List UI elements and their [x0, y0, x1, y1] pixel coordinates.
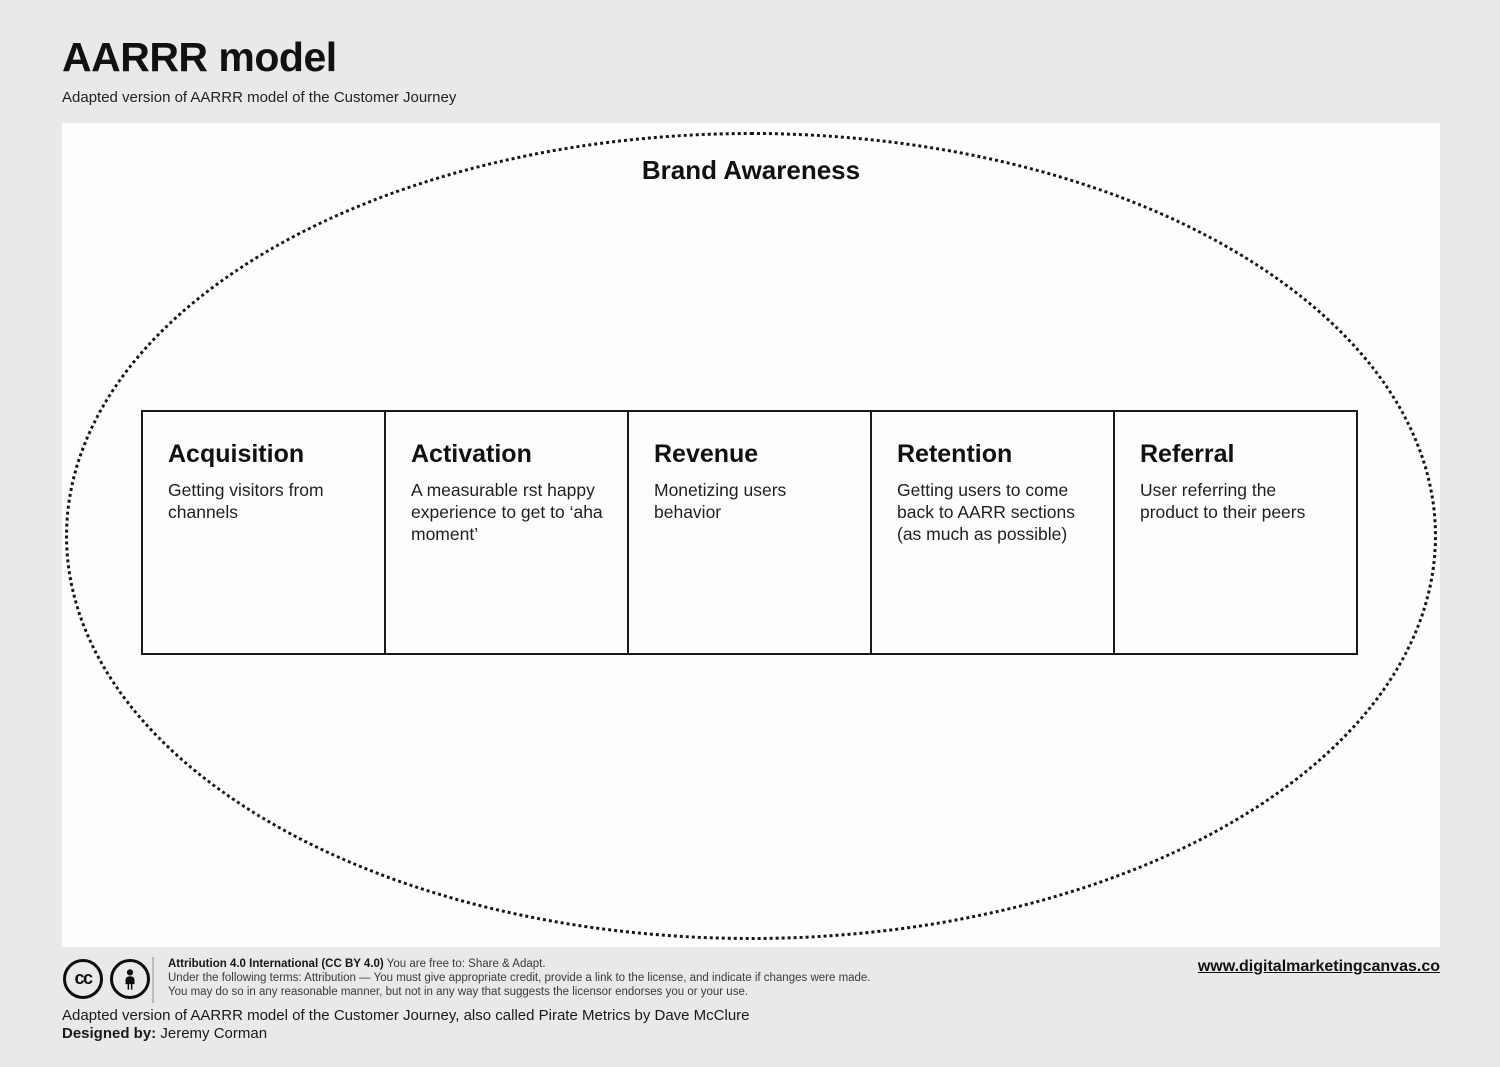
license-title: Attribution 4.0 International (CC BY 4.0…: [168, 958, 384, 970]
cc-license-icons: cc: [63, 959, 157, 999]
license-line-2: Under the following terms: Attribution —…: [168, 972, 871, 984]
box-referral: Referral User referring the product to t…: [1113, 410, 1358, 655]
aarrr-boxes-row: Acquisition Getting visitors from channe…: [141, 410, 1358, 655]
brand-awareness-label: Brand Awareness: [641, 155, 861, 185]
cc-icon-letters: cc: [74, 968, 93, 988]
box-revenue-description: Monetizing users behavior: [654, 480, 787, 522]
box-activation-description: A measurable rst happy experience to get…: [411, 480, 603, 544]
box-retention-title: Retention: [897, 440, 1013, 468]
attribution-person-icon: [110, 959, 150, 999]
box-revenue: Revenue Monetizing users behavior: [627, 410, 872, 655]
license-line-1: Attribution 4.0 International (CC BY 4.0…: [168, 957, 888, 971]
page-subtitle: Adapted version of AARRR model of the Cu…: [62, 89, 457, 106]
box-referral-description: User referring the product to their peer…: [1140, 480, 1306, 522]
box-activation: Activation A measurable rst happy experi…: [384, 410, 629, 655]
box-referral-title: Referral: [1140, 440, 1235, 468]
designed-by-line: Designed by: Jeremy Corman: [62, 1025, 267, 1042]
page-title: AARRR model: [62, 34, 337, 80]
license-line-1-rest: You are free to: Share & Adapt.: [386, 958, 546, 970]
brand-awareness-ellipse: [65, 132, 1437, 940]
website-link[interactable]: www.digitalmarketingcanvas.co: [1197, 958, 1440, 975]
diagram-canvas: Brand Awareness Acquisition Getting visi…: [62, 123, 1440, 947]
designed-by-label: Designed by:: [62, 1025, 157, 1042]
credit-line: Adapted version of AARRR model of the Cu…: [62, 1007, 750, 1024]
box-activation-title: Activation: [411, 440, 532, 468]
box-acquisition: Acquisition Getting visitors from channe…: [141, 410, 386, 655]
box-acquisition-description: Getting visitors from channels: [168, 480, 324, 522]
designed-by-name: Jeremy Corman: [160, 1025, 268, 1042]
license-line-3: You may do so in any reasonable manner, …: [168, 986, 749, 998]
footer-divider: [152, 957, 154, 1003]
license-text: Attribution 4.0 International (CC BY 4.0…: [168, 957, 888, 999]
box-acquisition-title: Acquisition: [168, 440, 305, 468]
box-revenue-title: Revenue: [654, 440, 759, 468]
box-retention: Retention Getting users to come back to …: [870, 410, 1115, 655]
box-retention-description: Getting users to come back to AARR secti…: [897, 480, 1075, 544]
header: AARRR model Adapted version of AARRR mod…: [62, 34, 456, 106]
cc-icon: cc: [63, 959, 103, 999]
